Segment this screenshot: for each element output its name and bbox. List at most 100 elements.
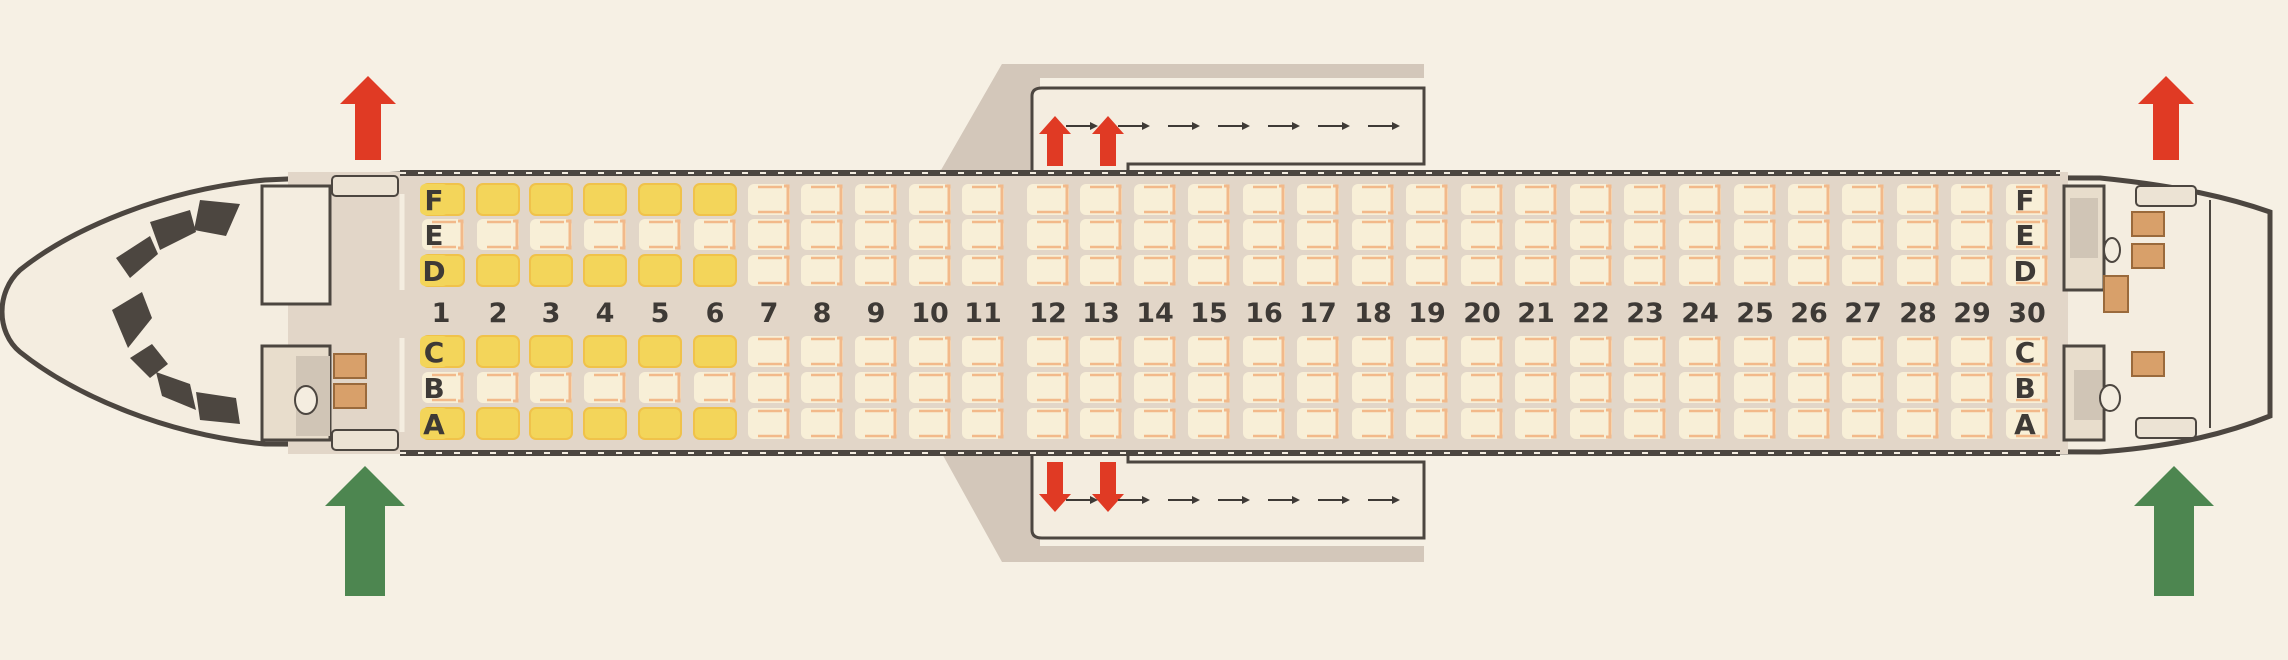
seat-5C[interactable] (638, 335, 682, 368)
seat-29C[interactable] (1951, 336, 1993, 367)
seat-11A[interactable] (962, 408, 1004, 439)
seat-21E[interactable] (1515, 219, 1557, 250)
seat-30E[interactable] (2006, 219, 2048, 250)
seat-10A[interactable] (909, 408, 951, 439)
seat-16F[interactable] (1243, 184, 1285, 215)
seat-7C[interactable] (748, 336, 790, 367)
seat-5A[interactable] (638, 407, 682, 440)
seat-4C[interactable] (583, 335, 627, 368)
seat-14B[interactable] (1134, 372, 1176, 403)
seat-3B[interactable] (530, 372, 572, 403)
seat-25A[interactable] (1734, 408, 1776, 439)
seat-1E[interactable] (422, 219, 464, 250)
seat-8E[interactable] (801, 219, 843, 250)
seat-11F[interactable] (962, 184, 1004, 215)
seat-20C[interactable] (1461, 336, 1503, 367)
seat-14E[interactable] (1134, 219, 1176, 250)
seat-3D[interactable] (529, 254, 573, 287)
seat-4B[interactable] (584, 372, 626, 403)
seat-26F[interactable] (1788, 184, 1830, 215)
seat-19B[interactable] (1406, 372, 1448, 403)
seat-12B[interactable] (1027, 372, 1069, 403)
seat-30B[interactable] (2006, 372, 2048, 403)
seat-3E[interactable] (530, 219, 572, 250)
seat-17F[interactable] (1297, 184, 1339, 215)
seat-7D[interactable] (748, 255, 790, 286)
seat-6F[interactable] (693, 183, 737, 216)
seat-9A[interactable] (855, 408, 897, 439)
seat-21C[interactable] (1515, 336, 1557, 367)
seat-25E[interactable] (1734, 219, 1776, 250)
seat-20E[interactable] (1461, 219, 1503, 250)
seat-16C[interactable] (1243, 336, 1285, 367)
seat-25F[interactable] (1734, 184, 1776, 215)
seat-24E[interactable] (1679, 219, 1721, 250)
seat-22C[interactable] (1570, 336, 1612, 367)
seat-8F[interactable] (801, 184, 843, 215)
seat-29E[interactable] (1951, 219, 1993, 250)
seat-27B[interactable] (1842, 372, 1884, 403)
seat-23F[interactable] (1624, 184, 1666, 215)
seat-28B[interactable] (1897, 372, 1939, 403)
seat-30D[interactable] (2006, 255, 2048, 286)
seat-16D[interactable] (1243, 255, 1285, 286)
seat-20D[interactable] (1461, 255, 1503, 286)
seat-12A[interactable] (1027, 408, 1069, 439)
seat-10E[interactable] (909, 219, 951, 250)
seat-29B[interactable] (1951, 372, 1993, 403)
seat-18E[interactable] (1352, 219, 1394, 250)
seat-20B[interactable] (1461, 372, 1503, 403)
seat-17A[interactable] (1297, 408, 1339, 439)
seat-3F[interactable] (529, 183, 573, 216)
seat-19A[interactable] (1406, 408, 1448, 439)
seat-3A[interactable] (529, 407, 573, 440)
seat-2B[interactable] (477, 372, 519, 403)
seat-28E[interactable] (1897, 219, 1939, 250)
seat-9F[interactable] (855, 184, 897, 215)
seat-23C[interactable] (1624, 336, 1666, 367)
seat-22D[interactable] (1570, 255, 1612, 286)
seat-20A[interactable] (1461, 408, 1503, 439)
seat-30A[interactable] (2006, 408, 2048, 439)
seat-26D[interactable] (1788, 255, 1830, 286)
seat-29A[interactable] (1951, 408, 1993, 439)
seat-7A[interactable] (748, 408, 790, 439)
seat-17E[interactable] (1297, 219, 1339, 250)
seat-14D[interactable] (1134, 255, 1176, 286)
seat-13E[interactable] (1080, 219, 1122, 250)
seat-5D[interactable] (638, 254, 682, 287)
seat-17C[interactable] (1297, 336, 1339, 367)
seat-15A[interactable] (1188, 408, 1230, 439)
seat-20F[interactable] (1461, 184, 1503, 215)
seat-13F[interactable] (1080, 184, 1122, 215)
seat-9B[interactable] (855, 372, 897, 403)
seat-25D[interactable] (1734, 255, 1776, 286)
seat-8D[interactable] (801, 255, 843, 286)
seat-15B[interactable] (1188, 372, 1230, 403)
seat-2D[interactable] (476, 254, 520, 287)
seat-13D[interactable] (1080, 255, 1122, 286)
seat-15D[interactable] (1188, 255, 1230, 286)
seat-22B[interactable] (1570, 372, 1612, 403)
seat-14F[interactable] (1134, 184, 1176, 215)
seat-8A[interactable] (801, 408, 843, 439)
seat-27D[interactable] (1842, 255, 1884, 286)
seat-18B[interactable] (1352, 372, 1394, 403)
seat-9E[interactable] (855, 219, 897, 250)
seat-28F[interactable] (1897, 184, 1939, 215)
seat-4D[interactable] (583, 254, 627, 287)
seat-23A[interactable] (1624, 408, 1666, 439)
seat-28A[interactable] (1897, 408, 1939, 439)
seat-30C[interactable] (2006, 336, 2048, 367)
seat-5E[interactable] (639, 219, 681, 250)
seat-6C[interactable] (693, 335, 737, 368)
seat-7B[interactable] (748, 372, 790, 403)
seat-12D[interactable] (1027, 255, 1069, 286)
seat-2A[interactable] (476, 407, 520, 440)
seat-12C[interactable] (1027, 336, 1069, 367)
seat-27A[interactable] (1842, 408, 1884, 439)
seat-5F[interactable] (638, 183, 682, 216)
seat-9C[interactable] (855, 336, 897, 367)
seat-5B[interactable] (639, 372, 681, 403)
seat-28D[interactable] (1897, 255, 1939, 286)
